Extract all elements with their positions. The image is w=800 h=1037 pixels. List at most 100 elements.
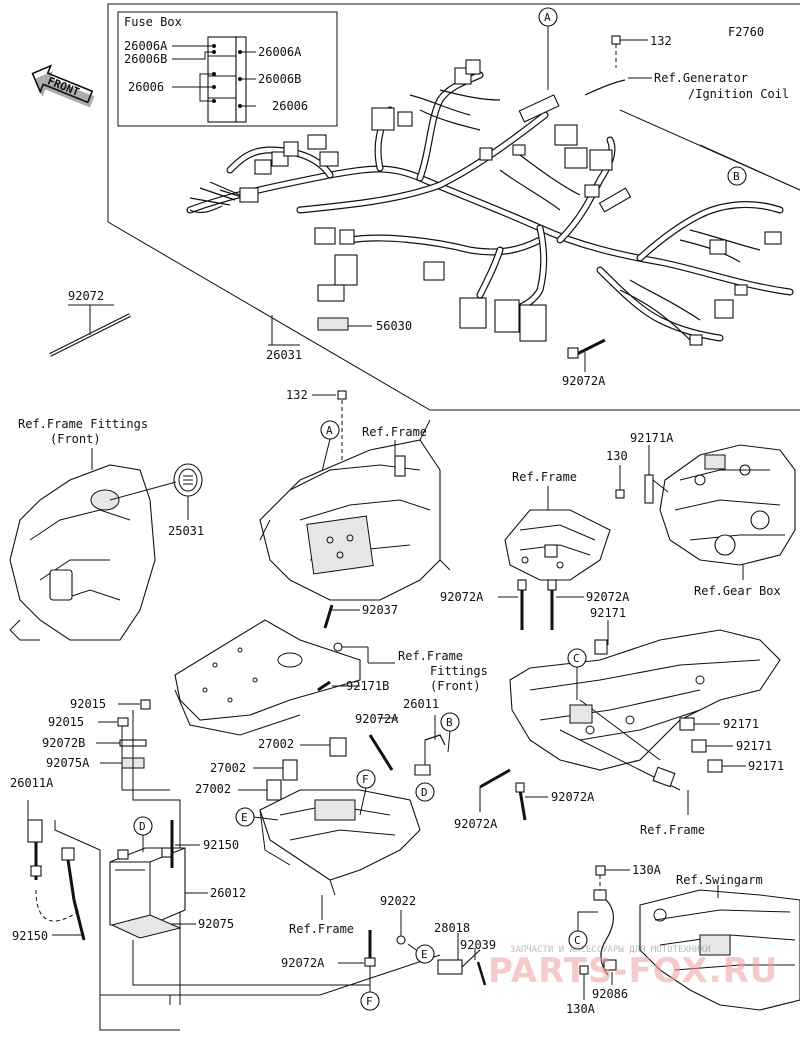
label-92072A-r: 92072A <box>586 590 630 604</box>
label-92015-b: 92015 <box>48 715 84 729</box>
watermark-brand: PARTS-FOX.RU <box>488 951 778 991</box>
label-56030: 56030 <box>376 319 412 333</box>
sensor-92086 <box>593 889 617 976</box>
cable-92150-l <box>61 847 86 941</box>
marker-D-battery: D <box>133 816 153 852</box>
fuse-left-label-1: 26006B <box>124 52 167 66</box>
label-92171-a: 92171 <box>723 717 759 731</box>
label-28018: 28018 <box>434 921 470 935</box>
label-130A-top: 130A <box>632 863 662 877</box>
bracket-26011 <box>414 734 446 776</box>
label-25031: 25031 <box>168 524 204 538</box>
svg-text:F: F <box>362 773 369 786</box>
svg-text:A: A <box>326 424 333 437</box>
marker-E-bottom: E <box>407 943 435 964</box>
fuse-right-label-0: 26006A <box>258 45 302 59</box>
ref-frame-bottom: Ref.Frame <box>289 922 354 936</box>
label-92072A-lowwire: 92072A <box>454 817 498 831</box>
label-92150-l: 92150 <box>12 929 48 943</box>
label-92171A: 92171A <box>630 431 674 445</box>
relays-27002 <box>266 737 347 801</box>
label-130A-bottom: 130A <box>566 1002 596 1016</box>
fuse-box-title: Fuse Box <box>124 15 182 29</box>
ref-generator: Ref.Generator <box>654 71 748 85</box>
bolt-132-mid <box>337 390 347 400</box>
label-92171-b: 92171 <box>736 739 772 753</box>
marker-C-bottom: C <box>568 911 598 950</box>
marker-A-top: A <box>538 7 558 90</box>
ref-frame-fittings-2-line1: Ref.Frame <box>398 649 463 663</box>
label-92072A-bottom: 92072A <box>281 956 325 970</box>
label-92072A-top: 92072A <box>562 374 606 388</box>
marker-F-mid: F <box>356 769 376 816</box>
battery-26012 <box>109 847 186 926</box>
label-92075A: 92075A <box>46 756 90 770</box>
marker-B-mid: B <box>440 712 460 753</box>
label-132-top: 132 <box>650 34 672 48</box>
front-fender-panel <box>9 464 156 641</box>
skid-plate-panel <box>174 619 361 736</box>
watermark-small: ЗАПЧАСТИ И АКСЕССУАРЫ ДЛЯ МОТОТЕХНИКИ <box>510 945 710 955</box>
cable-tie-92072A-top <box>567 338 606 359</box>
ref-frame-top: Ref.Frame <box>362 425 427 439</box>
label-92037: 92037 <box>362 603 398 617</box>
marker-C-mid: C <box>567 648 587 700</box>
sensor-28018 <box>437 949 481 975</box>
label-92150-r: 92150 <box>203 838 239 852</box>
main-wiring-harness <box>186 71 794 342</box>
fuse-left-label-2: 26006 <box>128 80 164 94</box>
label-92072-top: 92072 <box>68 289 104 303</box>
label-92022: 92022 <box>380 894 416 908</box>
svg-text:C: C <box>573 652 580 665</box>
svg-text:B: B <box>446 716 453 729</box>
cable-tie-92072A-l <box>517 579 527 630</box>
bolt-130A-top <box>595 865 606 876</box>
label-27002-a: 27002 <box>258 737 294 751</box>
mat-92075 <box>110 914 182 939</box>
bolt-132-top <box>611 35 648 45</box>
label-92075: 92075 <box>198 917 234 931</box>
clips-92171-set <box>679 717 723 773</box>
label-26011: 26011 <box>403 697 439 711</box>
label-92015-a: 92015 <box>70 697 106 711</box>
cable-tie-92072A-r <box>547 579 557 630</box>
label-27002-b: 27002 <box>210 761 246 775</box>
marker-B-top: B <box>727 166 747 186</box>
fuse-right-label-2: 26006 <box>272 99 308 113</box>
svg-text:C: C <box>574 934 581 947</box>
svg-text:B: B <box>733 170 740 183</box>
cable-tie-92072A-frame <box>515 782 527 821</box>
label-92171-top: 92171 <box>590 606 626 620</box>
svg-text:D: D <box>421 786 428 799</box>
fuse-right-label-1: 26006B <box>258 72 301 86</box>
marker-E-mid: E <box>235 807 279 827</box>
cable-tie-92072A-low <box>479 768 511 789</box>
label-92171B: 92171B <box>346 679 389 693</box>
cable-26011A <box>27 819 43 880</box>
label-26012: 26012 <box>210 886 246 900</box>
label-92072A-wire: 92072A <box>355 712 399 726</box>
label-27002-c: 27002 <box>195 782 231 796</box>
swingarm-part <box>639 889 800 1011</box>
front-frame-structure <box>259 419 451 601</box>
diagram-code: F2760 <box>728 25 764 39</box>
nut-92015-b <box>117 717 129 727</box>
clip-92171B <box>317 642 343 692</box>
label-132-mid: 132 <box>286 388 308 402</box>
label-92072A-frame: 92072A <box>551 790 595 804</box>
label-92072B: 92072B <box>42 736 85 750</box>
svg-text:E: E <box>421 948 428 961</box>
marker-F-bottom: F <box>360 966 380 1011</box>
ref-frame-fittings-2-line2: Fittings <box>430 664 488 678</box>
harness-connectors <box>239 59 782 346</box>
ref-frame-mid: Ref.Frame <box>512 470 577 484</box>
svg-text:A: A <box>544 11 551 24</box>
cable-tie-92072A-wire <box>368 734 394 771</box>
label-56030-part <box>317 317 349 331</box>
frame-bracket-mid <box>504 509 611 581</box>
label-92039: 92039 <box>460 938 496 952</box>
ref-frame-low: Ref.Frame <box>640 823 705 837</box>
ref-frame-fittings-front-2: (Front) <box>50 432 101 446</box>
